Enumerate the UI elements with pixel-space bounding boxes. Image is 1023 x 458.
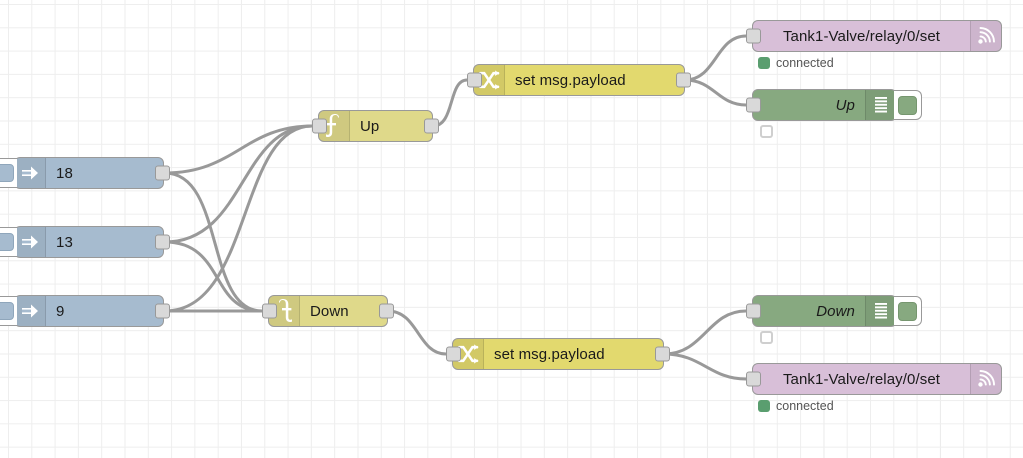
debug-button-square-icon xyxy=(898,95,917,115)
input-port[interactable] xyxy=(446,346,461,362)
wire-inject13-up xyxy=(163,124,314,244)
mqtt-out-node-bottom[interactable]: Tank1-Valve/relay/0/set xyxy=(746,363,1002,395)
inject-node-13[interactable]: 13 xyxy=(0,226,170,258)
output-port[interactable] xyxy=(155,234,170,250)
output-port[interactable] xyxy=(424,118,439,134)
mqtt-status-text-top: connected xyxy=(776,56,834,70)
inject-label-9: 9 xyxy=(56,302,65,320)
inject-trigger-button-9[interactable] xyxy=(0,296,17,326)
function-label-up: Up xyxy=(360,117,380,135)
mqtt-out-node-top[interactable]: Tank1-Valve/relay/0/set xyxy=(746,20,1002,52)
input-port[interactable] xyxy=(312,118,327,134)
inject-arrow-icon xyxy=(15,227,46,257)
input-port[interactable] xyxy=(746,303,761,319)
debug-status-down xyxy=(760,331,779,344)
mqtt-topic-label-bottom: Tank1-Valve/relay/0/set xyxy=(782,370,941,388)
function-node-down[interactable]: Down xyxy=(262,295,394,327)
inject-trigger-button-13[interactable] xyxy=(0,227,17,257)
status-dot-green-icon xyxy=(758,400,770,412)
function-node-up[interactable]: Up xyxy=(312,110,439,142)
change-node-down[interactable]: set msg.payload xyxy=(446,338,670,370)
debug-list-icon xyxy=(865,90,896,120)
inject-node-9[interactable]: 9 xyxy=(0,295,170,327)
debug-button-square-icon xyxy=(898,301,917,321)
wire-inject18-up xyxy=(163,124,314,175)
mqtt-topic-label-top: Tank1-Valve/relay/0/set xyxy=(782,27,941,45)
debug-label-up: Up xyxy=(835,96,855,114)
mqtt-signal-icon xyxy=(970,364,1001,394)
debug-node-down[interactable]: Down xyxy=(746,295,922,327)
debug-label-down: Down xyxy=(816,302,855,320)
output-port[interactable] xyxy=(379,303,394,319)
status-dot-hollow-icon xyxy=(760,331,773,344)
status-dot-hollow-icon xyxy=(760,125,773,138)
mqtt-status-text-bottom: connected xyxy=(776,399,834,413)
output-port[interactable] xyxy=(655,346,670,362)
change-node-up[interactable]: set msg.payload xyxy=(467,64,691,96)
debug-node-up[interactable]: Up xyxy=(746,89,922,121)
mqtt-signal-icon xyxy=(970,21,1001,51)
status-dot-green-icon xyxy=(758,57,770,69)
input-port[interactable] xyxy=(262,303,277,319)
debug-list-icon xyxy=(865,296,896,326)
mqtt-status-bottom: connected xyxy=(758,399,834,413)
wire-inject9-up xyxy=(163,124,314,313)
wire-changeup-mqtttop xyxy=(683,34,748,82)
wire-inject18-down xyxy=(163,171,264,313)
wire-changedown-mqttbottom xyxy=(662,352,748,381)
mqtt-status-top: connected xyxy=(758,56,834,70)
inject-button-square-icon xyxy=(0,302,14,320)
inject-label-13: 13 xyxy=(56,233,73,251)
wire-inject13-down xyxy=(163,240,264,313)
debug-status-up xyxy=(760,125,779,138)
debug-toggle-button-down[interactable] xyxy=(894,296,922,326)
change-label-up: set msg.payload xyxy=(515,71,626,89)
wire-changedown-debugdown xyxy=(662,309,748,356)
inject-button-square-icon xyxy=(0,164,14,182)
change-label-down: set msg.payload xyxy=(494,345,605,363)
output-port[interactable] xyxy=(155,165,170,181)
inject-arrow-icon xyxy=(15,296,46,326)
input-port[interactable] xyxy=(746,97,761,113)
inject-label-18: 18 xyxy=(56,164,73,182)
output-port[interactable] xyxy=(155,303,170,319)
input-port[interactable] xyxy=(746,371,761,387)
inject-node-18[interactable]: 18 xyxy=(0,157,170,189)
inject-trigger-button-18[interactable] xyxy=(0,158,17,188)
output-port[interactable] xyxy=(676,72,691,88)
inject-arrow-icon xyxy=(15,158,46,188)
input-port[interactable] xyxy=(467,72,482,88)
debug-toggle-button-up[interactable] xyxy=(894,90,922,120)
wire-changeup-debugup xyxy=(683,78,748,107)
change-shuffle-icon xyxy=(474,65,505,95)
input-port[interactable] xyxy=(746,28,761,44)
wire-down-changedown xyxy=(386,309,448,356)
function-label-down: Down xyxy=(310,302,349,320)
inject-button-square-icon xyxy=(0,233,14,251)
